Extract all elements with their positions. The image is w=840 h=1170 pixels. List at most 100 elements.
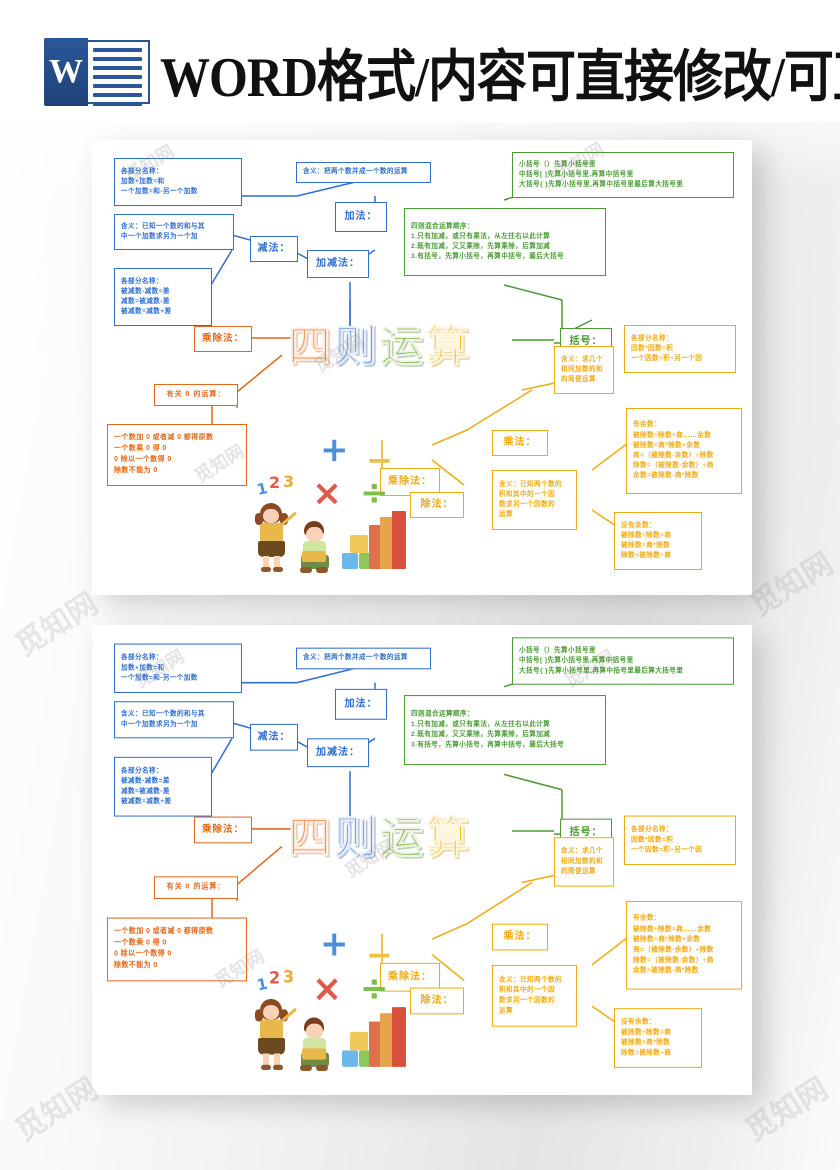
node-line: 各部分名称： <box>121 277 163 285</box>
node-line: 含义：求几个 <box>561 355 603 363</box>
word-logo-page <box>88 40 150 106</box>
block-blue <box>342 553 358 569</box>
book-darkred <box>392 511 406 569</box>
node-sub-meaning[interactable]: 含义：已知一个数的和与其 中一个加数求另为一个加 <box>114 214 234 250</box>
center-title-char-1: 四 <box>288 322 334 373</box>
node-line: 含义：已知两个数的 <box>499 975 562 983</box>
node-zero-rules[interactable]: 一个数加 0 或者减 0 都得原数 一个数乘 0 得 0 0 除以一个数得 0 … <box>107 917 247 982</box>
node-div-remainder[interactable]: 有余数： 被除数÷除数=商……余数 被除数=商*除数+余数 商=（被除数-余数）… <box>626 901 742 990</box>
number-three: 3 <box>283 966 295 987</box>
header-banner: W WORD格式/内容可直接修改/可直接打印 <box>0 0 840 122</box>
node-line: 0 除以一个数得 0 <box>114 950 172 958</box>
node-sub-parts[interactable]: 各部分名称： 被减数-减数=差 减数=被减数-差 被减数=减数+差 <box>114 756 212 817</box>
node-order-rules[interactable]: 四则混合运算顺序： 1.只有加减，或只有乘法，从左往右以此计算 2.既有加减，又… <box>404 695 606 766</box>
node-div-noremainder[interactable]: 没有余数： 被除数÷除数=商 被除数=商*除数 除数=被除数÷商 <box>614 1008 702 1068</box>
node-add-meaning[interactable]: 含义：把两个数并成一个数的运算 <box>296 647 431 670</box>
node-mul-label[interactable]: 乘法： <box>492 923 548 951</box>
node-zero-rules[interactable]: 一个数加 0 或者减 0 都得原数 一个数乘 0 得 0 0 除以一个数得 0 … <box>107 424 247 486</box>
node-line: 中一个加数求另为一个加 <box>121 720 198 728</box>
node-add-parts[interactable]: 各部分名称： 加数+加数=和 一个加数=和-另一个加数 <box>114 158 242 206</box>
node-div-meaning[interactable]: 含义：已知两个数的 积和其中的一个因 数求另一个因数的 运算 <box>492 964 577 1027</box>
node-addsub-label[interactable]: 加减法： <box>307 738 369 768</box>
node-line: 除数=被除数÷商 <box>621 552 672 560</box>
node-line: 加数+加数=和 <box>121 177 165 185</box>
node-line: 四则混合运算顺序： <box>411 710 474 718</box>
node-line: 减法： <box>257 243 291 255</box>
node-line: 积和其中的一个因 <box>499 986 555 994</box>
center-title-char-4: 算 <box>426 812 472 865</box>
node-line: 各部分名称： <box>121 167 163 175</box>
center-title-char-4: 算 <box>426 322 472 373</box>
node-line: 没有余数： <box>621 521 656 529</box>
center-title-art: 四 则 运 算 <box>288 312 472 374</box>
node-line: 因数*因数=积 <box>631 344 674 352</box>
node-line: 一个加数=和-另一个加数 <box>121 674 198 682</box>
node-line: 没有余数： <box>621 1018 656 1026</box>
node-mul-meaning[interactable]: 含义：求几个 相同加数的和 的简便运算 <box>554 837 614 887</box>
header-title: WORD格式/内容可直接修改/可直接打印 <box>160 45 840 109</box>
word-logo-letter: W <box>44 38 88 106</box>
node-addsub-label[interactable]: 加减法： <box>307 250 369 278</box>
node-mul-parts[interactable]: 各部分名称： 因数*因数=积 一个因数=积÷另一个因 <box>624 815 736 865</box>
node-line: 被除数÷除数=商……余数 <box>633 925 712 933</box>
node-bracket-rules[interactable]: 小括号（）先算小括号里 中括号[ ]先算小括号里,再算中括号里 大括号{ }先算… <box>512 637 734 685</box>
node-line: 加法： <box>344 698 378 710</box>
node-line: 一个数加 0 或者减 0 都得原数 <box>114 434 214 442</box>
node-line: 除数=（被除数-余数）÷商 <box>633 462 714 470</box>
node-line: 被除数=商*除数 <box>621 542 671 549</box>
node-line: 被除数÷除数=商 <box>621 531 672 539</box>
node-line: 被除数=商*除数+余数 <box>633 441 701 449</box>
node-line: 被减数-减数=差 <box>121 287 170 295</box>
node-line: 有余数： <box>633 421 661 429</box>
node-line: 各部分名称： <box>121 653 163 661</box>
number-two: 2 <box>269 473 281 492</box>
boy-figure-icon <box>298 1017 334 1075</box>
document-page-1[interactable]: 各部分名称： 加数+加数=和 一个加数=和-另一个加数 含义：把两个数并成一个数… <box>92 139 752 595</box>
node-div-label[interactable]: 除法： <box>410 492 464 518</box>
node-div-label[interactable]: 除法： <box>410 987 464 1015</box>
node-sub-label[interactable]: 减法： <box>250 723 298 751</box>
node-line: 大括号{ }先算小括号里,再算中括号里最后算大括号里 <box>519 667 684 675</box>
node-line: 中括号[ ]先算小括号里,再算中括号里 <box>519 656 634 665</box>
node-add-parts[interactable]: 各部分名称： 加数+加数=和 一个加数=和-另一个加数 <box>114 643 242 693</box>
node-muldiv-label[interactable]: 乘除法： <box>380 962 440 992</box>
node-line: 数求另一个因数的 <box>499 996 555 1005</box>
block-yellow <box>350 1031 368 1051</box>
node-line: 除法： <box>420 499 454 511</box>
node-line: 的简便运算 <box>561 868 596 876</box>
node-line: 含义：求几个 <box>561 847 603 855</box>
center-title-char-3: 运 <box>380 322 426 373</box>
node-line: 一个因数=积÷另一个因 <box>631 355 703 363</box>
node-zero-label[interactable]: 有关 0 的运算： <box>154 384 238 406</box>
number-one: 1 <box>255 974 270 995</box>
node-order-rules[interactable]: 四则混合运算顺序： 1.只有加减，或只有乘法，从左往右以此计算 2.既有加减，又… <box>404 208 606 276</box>
node-add-meaning[interactable]: 含义：把两个数并成一个数的运算 <box>296 162 431 183</box>
node-line: 一个数乘 0 得 0 <box>114 445 167 453</box>
center-title-art: 四 则 运 算 <box>288 802 472 866</box>
node-add-label[interactable]: 加法： <box>335 688 387 720</box>
node-muldiv-left-label[interactable]: 乘除法： <box>194 326 252 352</box>
node-line: 各部分名称： <box>631 334 673 342</box>
node-mul-meaning[interactable]: 含义：求几个 相同加数的和 的简便运算 <box>554 346 614 394</box>
node-line: 商=（被除数-余数）÷除数 <box>633 946 714 954</box>
node-line: 加数+加数=和 <box>121 664 165 672</box>
node-mul-parts[interactable]: 各部分名称： 因数*因数=积 一个因数=积÷另一个因 <box>624 325 736 373</box>
node-line: 1.只有加减，或只有乘法，从左往右以此计算 <box>411 720 551 728</box>
node-div-meaning[interactable]: 含义：已知两个数的 积和其中的一个因 数求另一个因数的 运算 <box>492 470 577 530</box>
girl-figure-icon <box>254 998 297 1071</box>
document-page-2[interactable]: 各部分名称： 加数+加数=和 一个加数=和-另一个加数 含义：把两个数并成一个数… <box>92 625 752 1095</box>
node-line: 加减法： <box>316 746 360 759</box>
node-sub-label[interactable]: 减法： <box>250 236 298 262</box>
node-muldiv-left-label[interactable]: 乘除法： <box>194 816 252 844</box>
node-line: 加法： <box>344 211 378 223</box>
node-sub-parts[interactable]: 各部分名称： 被减数-减数=差 减数=被减数-差 被减数=减数+差 <box>114 268 212 326</box>
node-div-remainder[interactable]: 有余数： 被除数÷除数=商……余数 被除数=商*除数+余数 商=（被除数-余数）… <box>626 408 742 494</box>
node-line: 因数*因数=积 <box>631 836 674 844</box>
node-sub-meaning[interactable]: 含义：已知一个数的和与其 中一个加数求另为一个加 <box>114 701 234 739</box>
node-mul-label[interactable]: 乘法： <box>492 430 548 456</box>
node-line: 积和其中的一个因 <box>499 490 555 498</box>
node-bracket-rules[interactable]: 小括号（）先算小括号里 中括号[ ]先算小括号里,再算中括号里 大括号{ }先算… <box>512 152 734 198</box>
node-zero-label[interactable]: 有关 0 的运算： <box>154 876 238 899</box>
node-div-noremainder[interactable]: 没有余数： 被除数÷除数=商 被除数=商*除数 除数=被除数÷商 <box>614 512 702 570</box>
node-add-label[interactable]: 加法： <box>335 202 387 232</box>
